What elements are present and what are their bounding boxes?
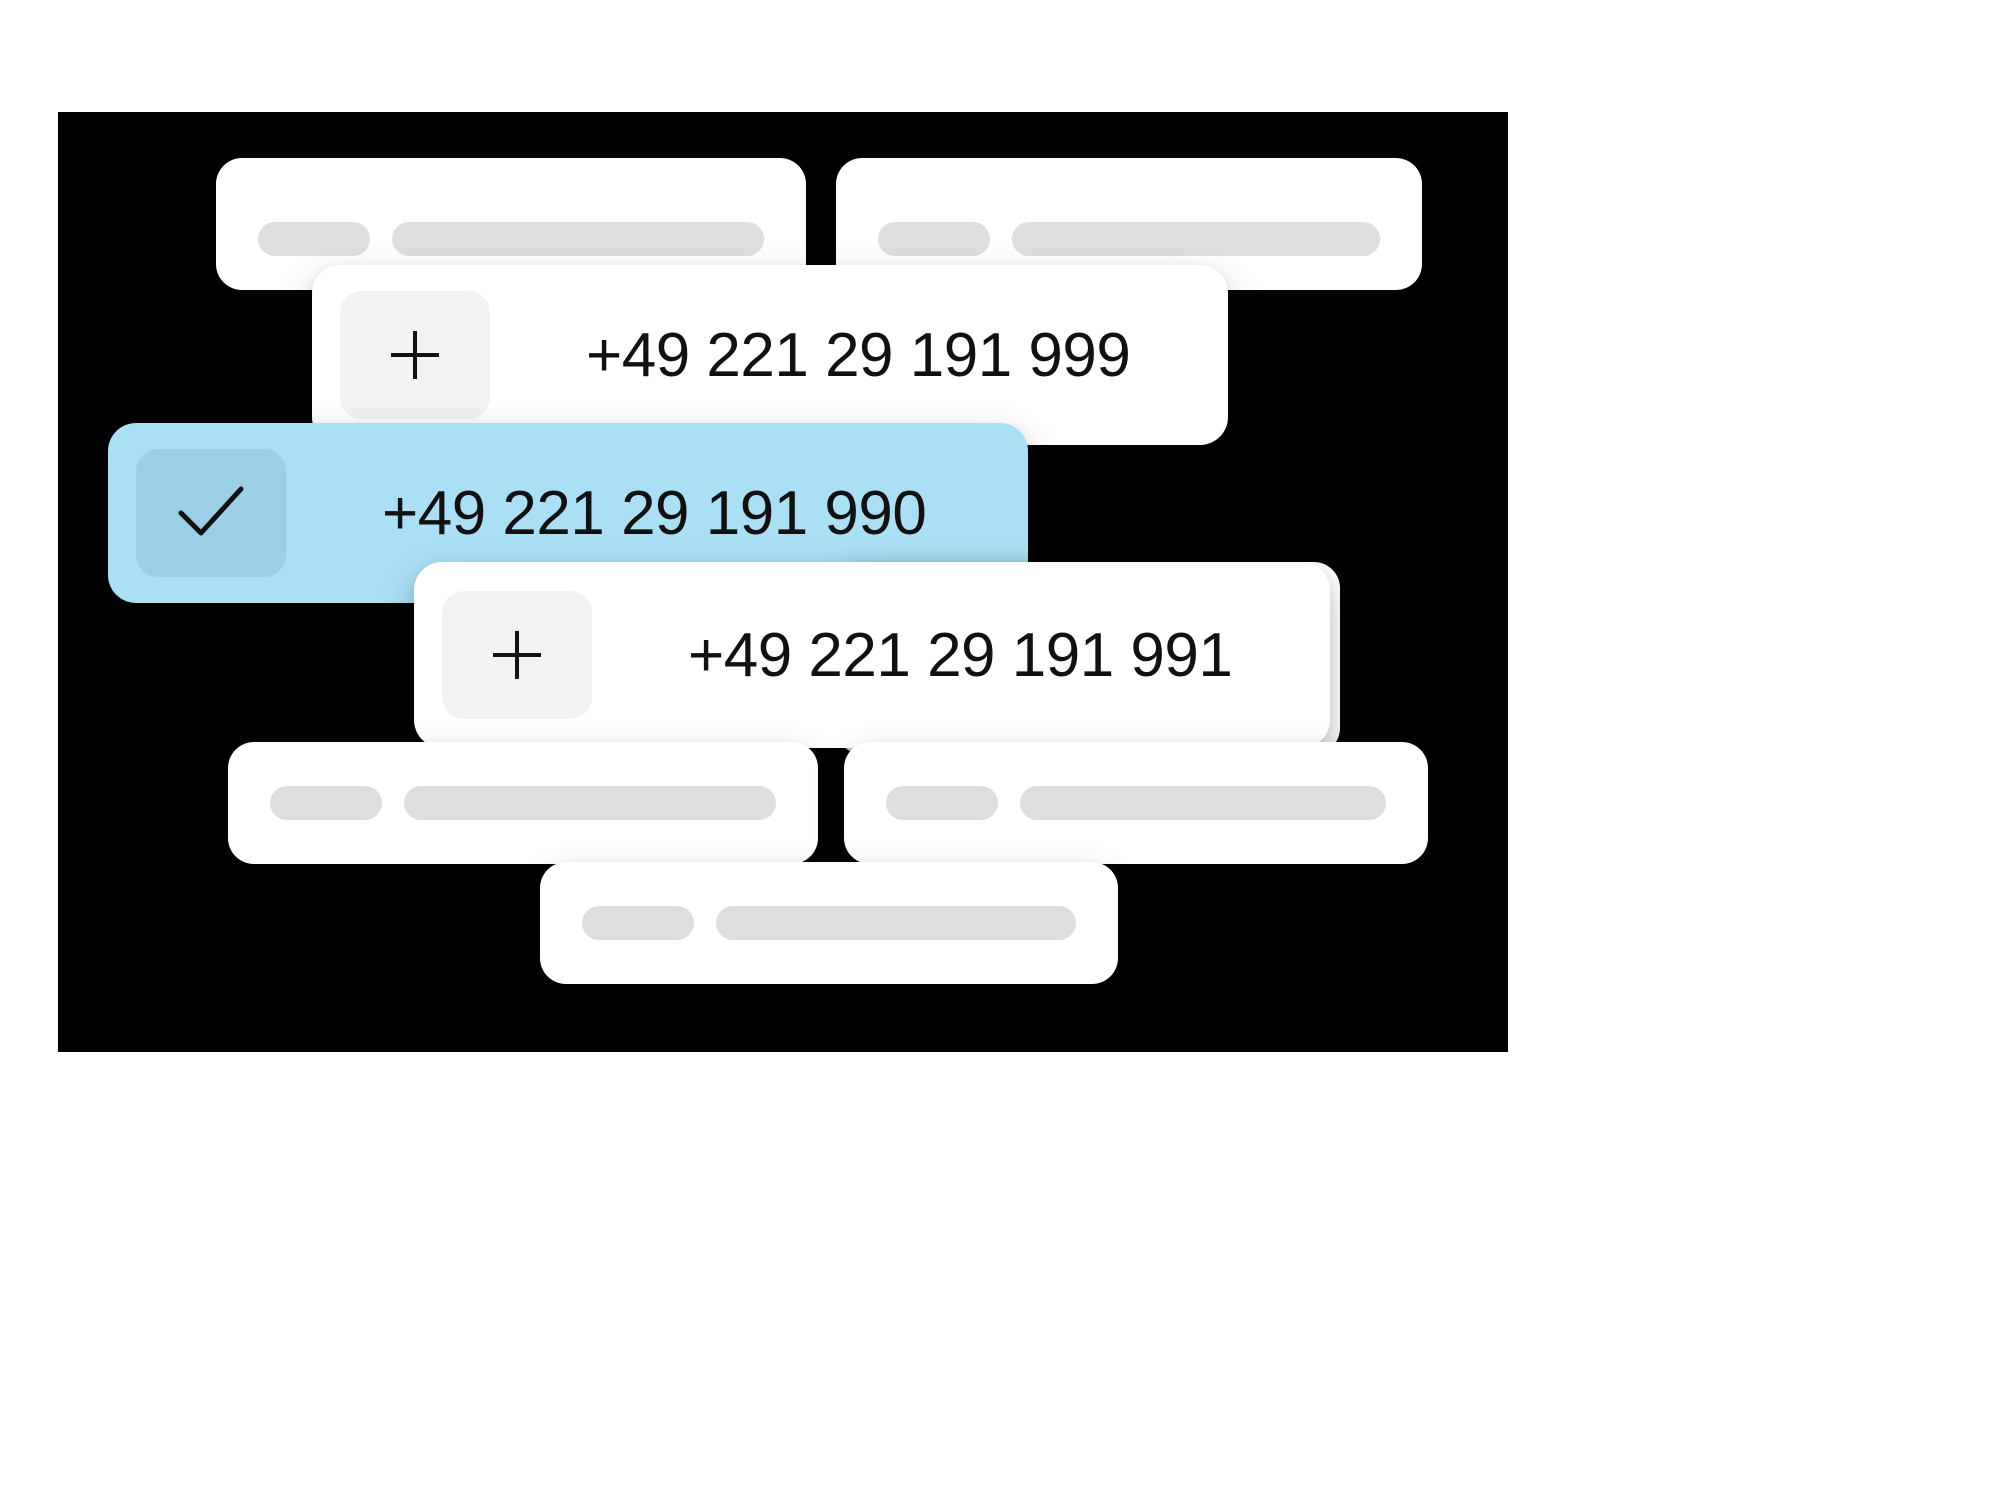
placeholder-pill (1012, 222, 1380, 256)
plus-icon-box[interactable] (442, 591, 592, 719)
skeleton-card-bottom-left[interactable] (228, 742, 818, 864)
placeholder-pill (716, 906, 1076, 940)
skeleton-card-bottom-center[interactable] (540, 862, 1118, 984)
placeholder-pill (886, 786, 998, 820)
phone-number-label: +49 221 29 191 999 (586, 320, 1131, 390)
placeholder-pill (878, 222, 990, 256)
placeholder-pill (392, 222, 764, 256)
check-icon-box[interactable] (136, 449, 286, 577)
placeholder-pill (270, 786, 382, 820)
placeholder-pill (258, 222, 370, 256)
plus-icon (385, 325, 445, 385)
plus-icon (487, 625, 547, 685)
phone-number-label: +49 221 29 191 991 (688, 620, 1233, 690)
phone-number-label: +49 221 29 191 990 (382, 478, 927, 548)
plus-icon-box[interactable] (340, 291, 490, 419)
phone-number-row-999[interactable]: +49 221 29 191 999 (312, 265, 1228, 445)
skeleton-card-bottom-right-front[interactable] (844, 742, 1428, 864)
placeholder-pill (404, 786, 776, 820)
phone-number-row-991[interactable]: +49 221 29 191 991 (414, 562, 1330, 748)
placeholder-pill (1020, 786, 1386, 820)
placeholder-pill (582, 906, 694, 940)
check-icon (173, 483, 249, 543)
